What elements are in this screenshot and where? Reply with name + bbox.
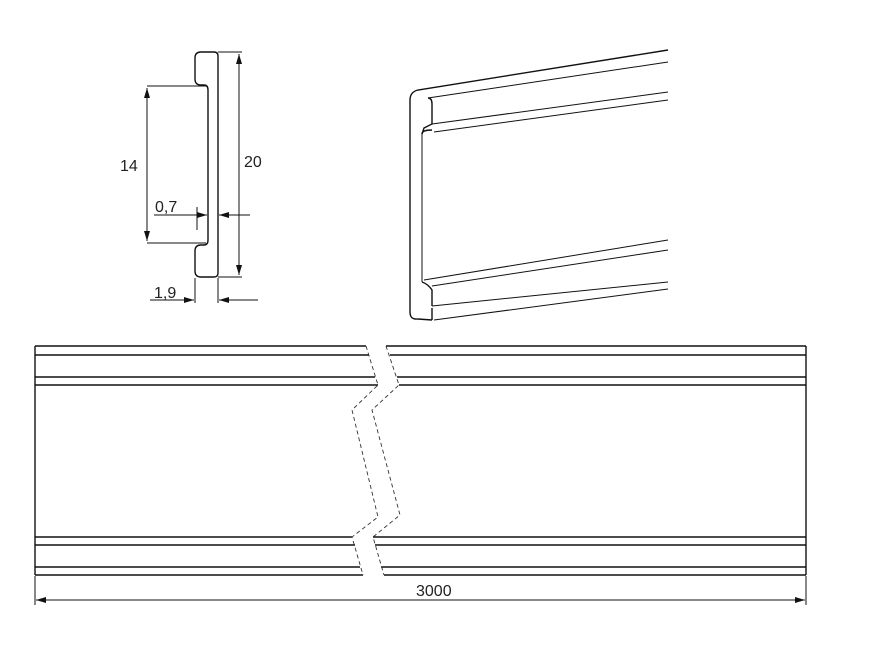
front-view [34,345,807,576]
dimension-1-9: 1,9 [150,278,258,303]
dimension-0-7: 0,7 [154,199,250,230]
dimension-label-1-9: 1,9 [154,285,176,302]
break-line-left [351,345,379,576]
profile-section [194,51,219,278]
isometric-view [409,49,669,321]
dimension-14: 14 [120,85,206,244]
dimension-label-20: 20 [244,154,262,171]
break-line-right [371,345,401,576]
dimension-label-0-7: 0,7 [155,199,177,216]
dimension-20: 20 [218,51,262,278]
dimension-label-14: 14 [120,158,138,175]
dimension-label-3000: 3000 [416,583,452,600]
dimension-3000: 3000 [34,576,807,605]
